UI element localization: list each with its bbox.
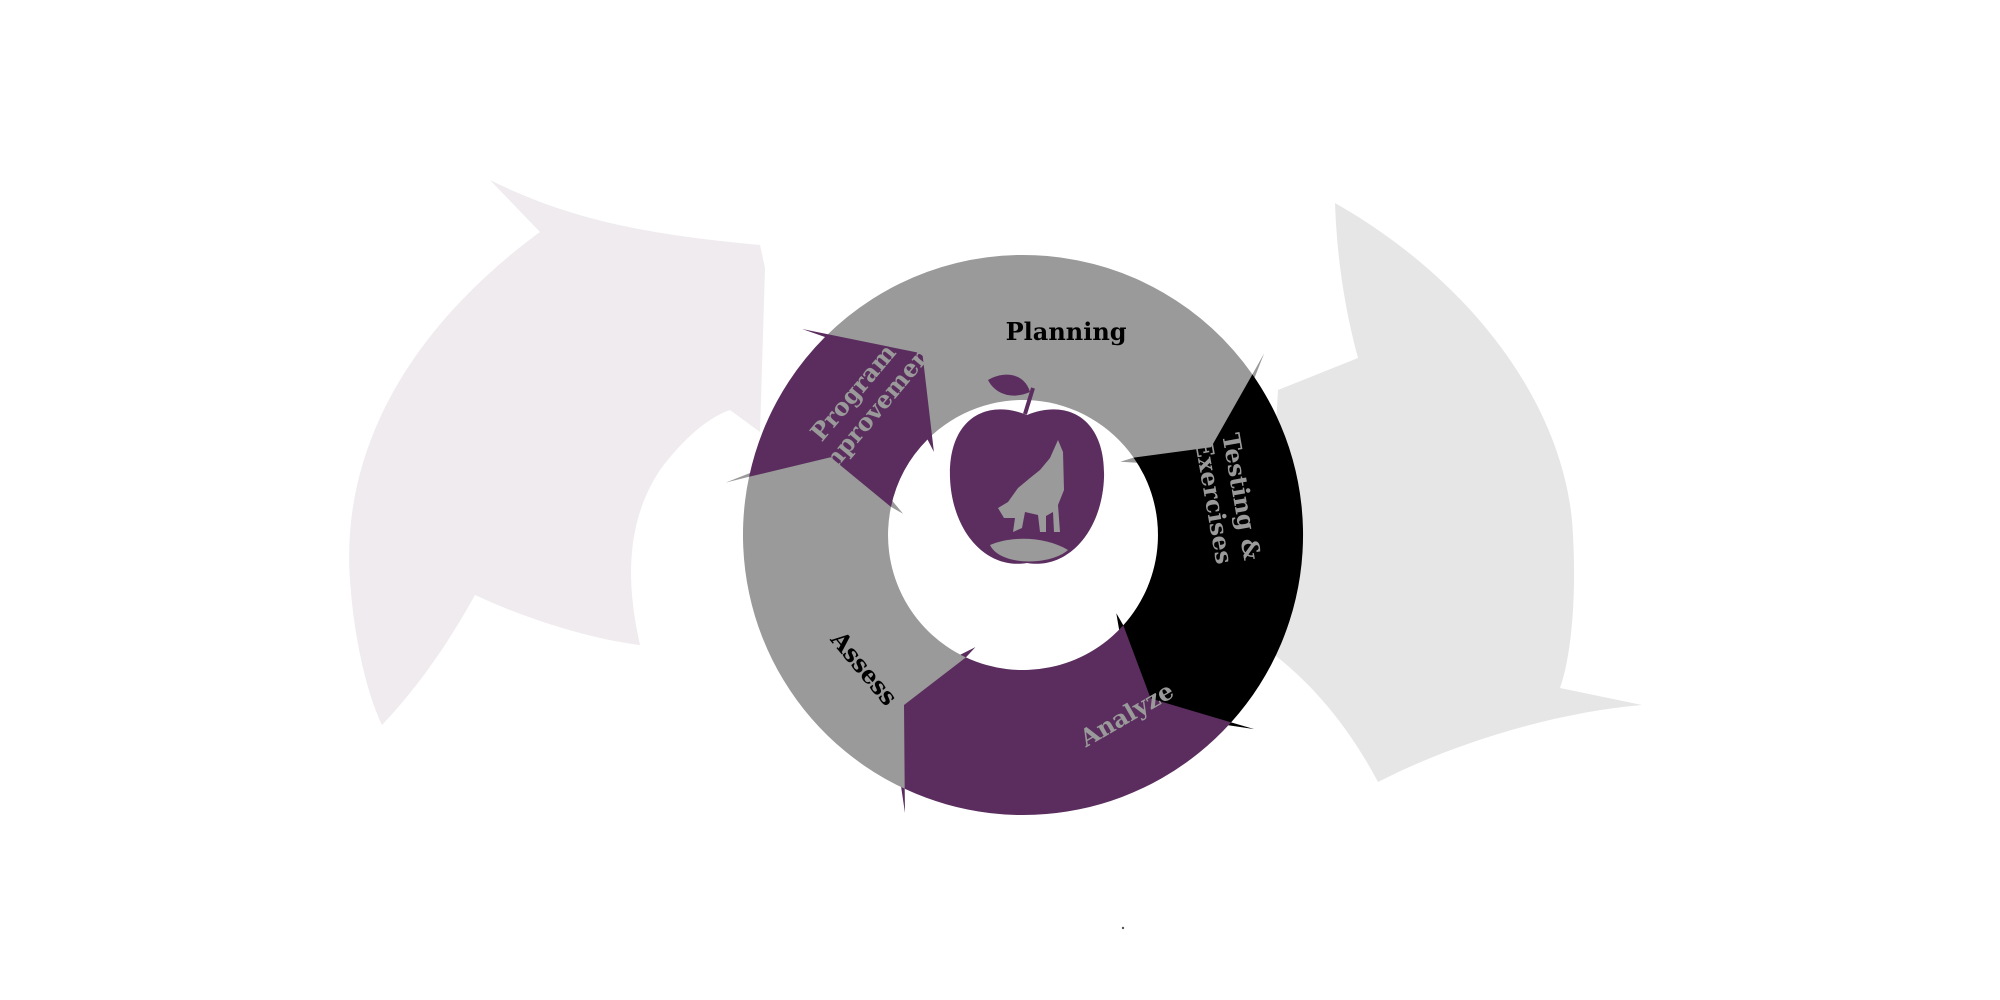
segment-program [749,329,934,507]
label-planning: Planning [1006,317,1127,346]
apple-wolf-icon [949,374,1105,564]
segment-testing [1116,374,1304,730]
background-arrow-right [1240,203,1642,782]
stray-dot [1121,926,1125,930]
apple-leaf [988,374,1030,396]
segment-planning [825,254,1265,468]
segment-analyze [886,625,1232,816]
apple-stem [1023,387,1035,415]
segment-assess [725,437,966,789]
background-arrow-left [349,180,765,725]
wolf-silhouette [990,440,1068,562]
